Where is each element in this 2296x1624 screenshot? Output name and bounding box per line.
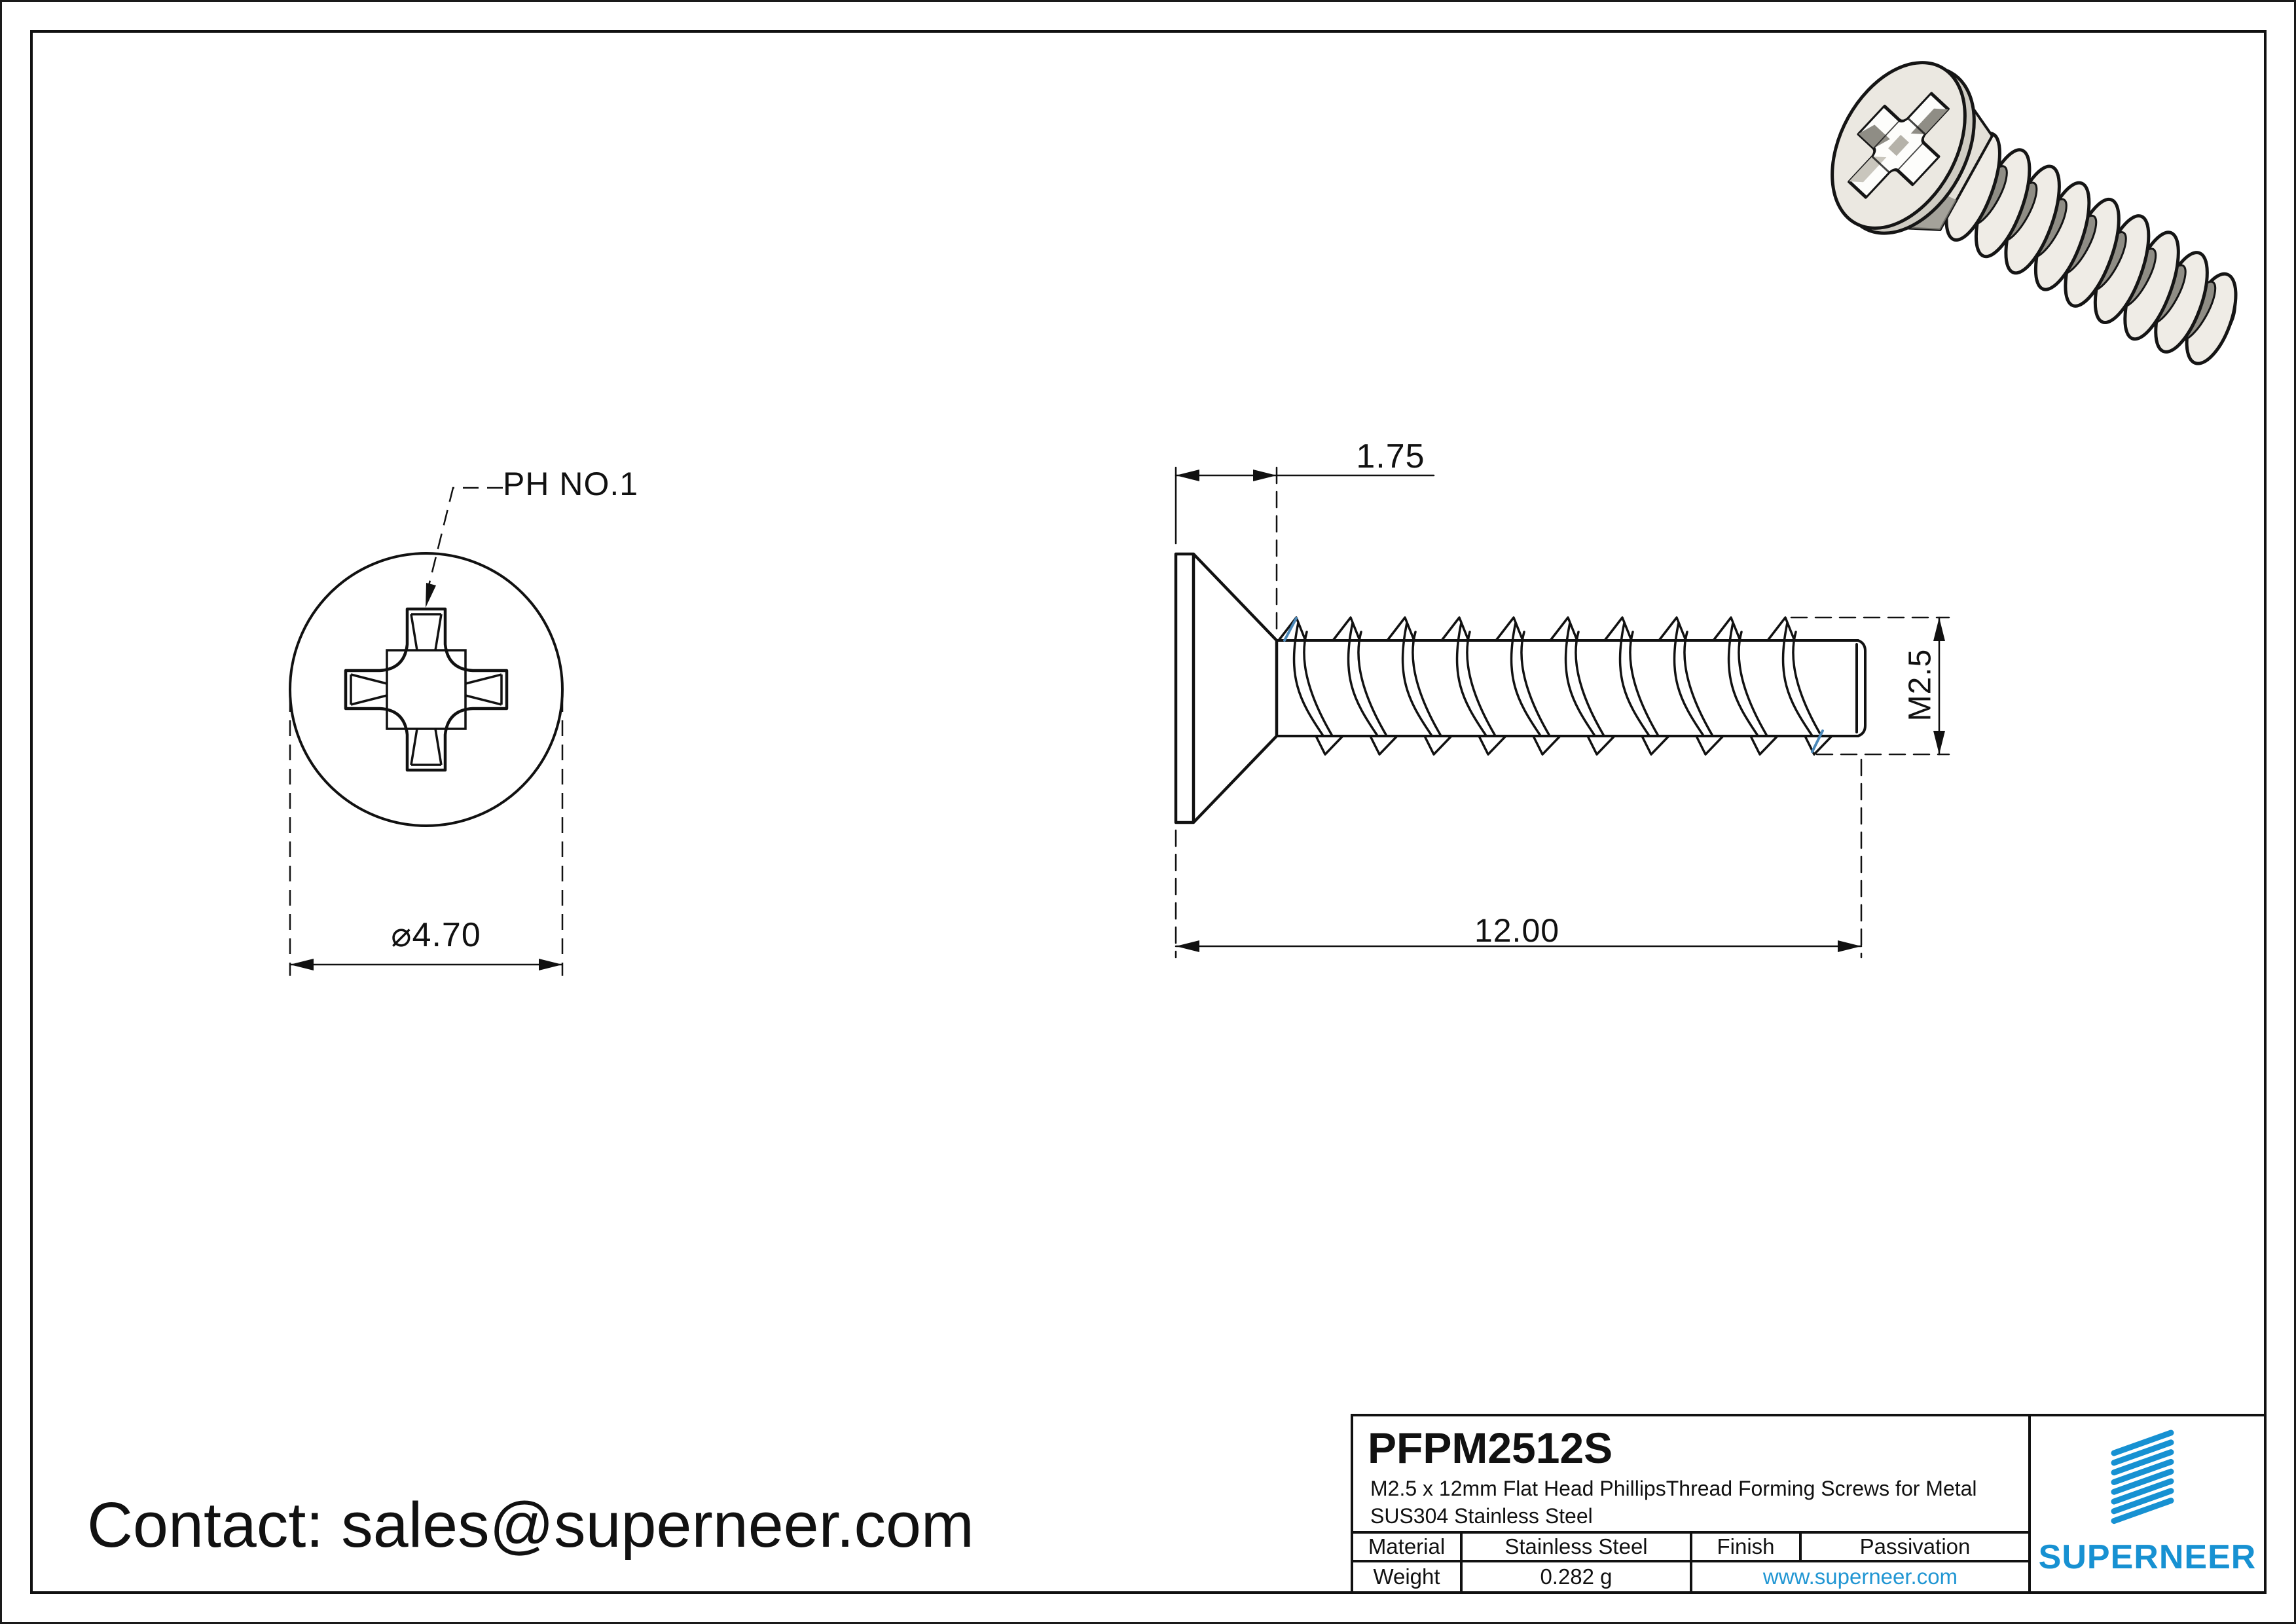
weight-value: 0.282 g — [1540, 1564, 1613, 1589]
head-diameter-label: ⌀4.70 — [391, 916, 481, 954]
phillips-recess-outline — [344, 607, 509, 772]
side-thread-profile — [1277, 616, 1833, 756]
part-description-line1: M2.5 x 12mm Flat Head PhillipsThread For… — [1370, 1477, 1977, 1500]
titleblock-divider — [1460, 1531, 1463, 1591]
recess-label: PH NO.1 — [503, 466, 639, 502]
part-description-line2: SUS304 Stainless Steel — [1370, 1504, 1593, 1528]
front-view — [289, 487, 564, 976]
drawing-frame — [30, 30, 2267, 1594]
dimension-head-diameter — [289, 696, 564, 976]
phillips-recess-3d — [1848, 92, 1950, 199]
finish-label: Finish — [1717, 1534, 1775, 1559]
dimension-head-height — [1175, 466, 1435, 638]
recess-leader-line — [427, 487, 503, 589]
material-value: Stainless Steel — [1504, 1534, 1648, 1559]
contact-line: Contact: sales@superneer.com — [87, 1489, 974, 1560]
thread-size-label: M2.5 — [1903, 648, 1938, 722]
side-head-outline — [1174, 552, 1279, 824]
brand-name: SUPERNEER — [2038, 1538, 2257, 1576]
titleblock-divider — [2028, 1416, 2031, 1591]
part-number: PFPM2512S — [1368, 1424, 1613, 1472]
phillips-recess-taper-lines — [350, 613, 503, 766]
side-view — [1174, 466, 1950, 959]
titleblock-divider — [1799, 1531, 1802, 1562]
title-block: PFPM2512S M2.5 x 12mm Flat Head Phillips… — [1351, 1414, 2267, 1594]
head-outline-circle — [289, 552, 564, 827]
side-screw-end — [1855, 639, 1867, 737]
recess-leader-arrowhead — [426, 583, 436, 608]
cad-highlight-flanks — [1283, 617, 1824, 753]
titleblock-divider — [1690, 1531, 1692, 1591]
total-length-label: 12.00 — [1474, 912, 1560, 949]
material-label: Material — [1368, 1534, 1446, 1559]
screw-3d-render — [1831, 61, 2238, 365]
superneer-logo-icon — [2111, 1430, 2174, 1524]
dimension-total-length — [1175, 758, 1863, 959]
dimension-thread-size — [1790, 616, 1950, 756]
head-height-label: 1.75 — [1356, 437, 1425, 475]
finish-value: Passivation — [1859, 1534, 1971, 1559]
weight-label: Weight — [1373, 1564, 1440, 1589]
phillips-recess-bottom-square — [386, 649, 467, 730]
website-link[interactable]: www.superneer.com — [1762, 1564, 1958, 1589]
